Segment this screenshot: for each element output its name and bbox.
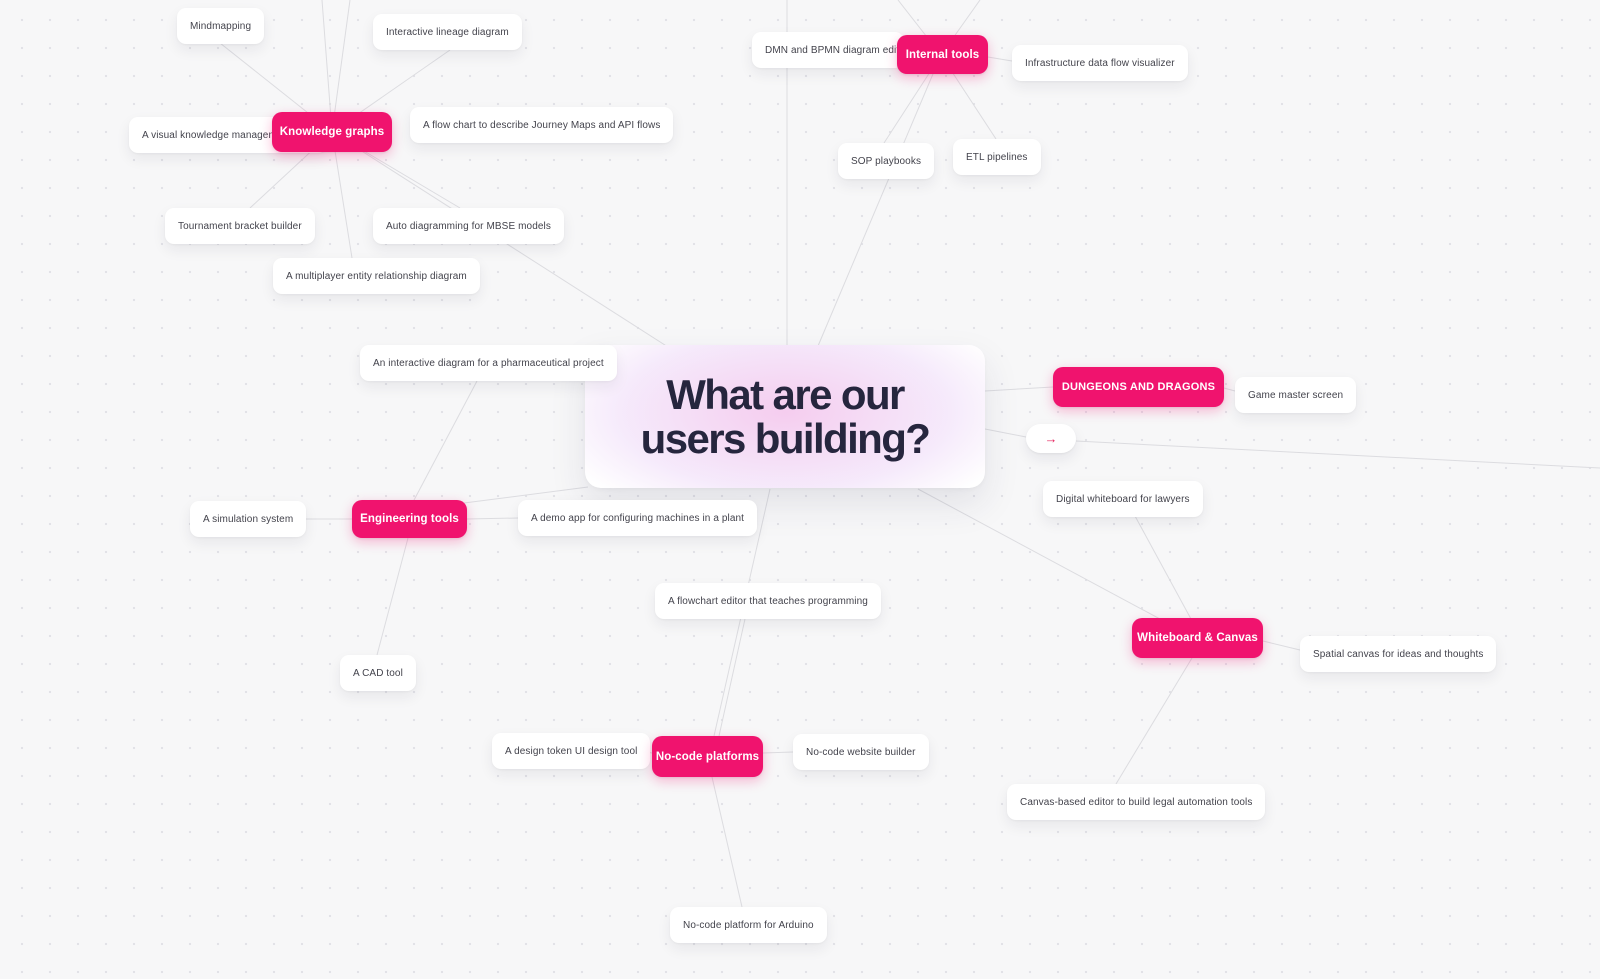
connector-line [321, 0, 333, 133]
connector-line [762, 751, 794, 754]
central-topic-title-line1: What are our [666, 370, 905, 418]
connector-line [711, 776, 743, 908]
connector-line [1134, 515, 1192, 620]
leaf-card-mindmapping[interactable]: Mindmapping [177, 8, 265, 44]
leaf-card-spatial-canvas[interactable]: Spatial canvas for ideas and thoughts [1300, 636, 1497, 672]
leaf-card-cad-tool[interactable]: A CAD tool [340, 655, 416, 691]
leaf-card-flowchart-editor-teaches[interactable]: A flowchart editor that teaches programm… [655, 583, 881, 619]
connector-line [331, 0, 351, 133]
category-node-internal-tools[interactable]: Internal tools [897, 35, 988, 74]
leaf-card-pharma-project-diagram[interactable]: An interactive diagram for a pharmaceuti… [360, 345, 617, 381]
central-topic-title-line2: users building? [640, 414, 931, 462]
connector-line [331, 131, 353, 259]
connector-line [917, 488, 1161, 620]
category-node-dungeons-and-dragons[interactable]: DUNGEONS AND DRAGONS [1053, 367, 1224, 407]
connector-line [412, 380, 478, 503]
category-node-whiteboard-canvas[interactable]: Whiteboard & Canvas [1132, 618, 1263, 658]
category-node-knowledge-graphs[interactable]: Knowledge graphs [272, 112, 392, 152]
leaf-card-etl-pipelines[interactable]: ETL pipelines [953, 139, 1041, 175]
leaf-card-multiplayer-er-diagram[interactable]: A multiplayer entity relationship diagra… [273, 258, 480, 294]
leaf-card-design-token-ui-tool[interactable]: A design token UI design tool [492, 733, 651, 769]
leaf-card-simulation-system[interactable]: A simulation system [190, 501, 307, 537]
leaf-card-sop-playbooks[interactable]: SOP playbooks [838, 143, 935, 179]
leaf-card-infrastructure-data-flow[interactable]: Infrastructure data flow visualizer [1012, 45, 1188, 81]
connector-line [984, 386, 1054, 392]
connector-line [376, 537, 409, 656]
connector-line [466, 517, 519, 520]
leaf-card-auto-diagramming-mbse[interactable]: Auto diagramming for MBSE models [373, 208, 564, 244]
connector-line [1115, 657, 1193, 785]
leaf-card-game-master-screen[interactable]: Game master screen [1235, 377, 1357, 413]
connector-line [1223, 387, 1236, 392]
leaf-card-no-code-website-builder[interactable]: No-code website builder [793, 734, 929, 770]
connector-line [463, 486, 589, 504]
connector-line [1075, 440, 1600, 469]
leaf-card-dmn-bpmn-editor[interactable]: DMN and BPMN diagram edit [752, 32, 904, 68]
leaf-card-canvas-legal-automation[interactable]: Canvas-based editor to build legal autom… [1007, 784, 1266, 820]
connector-line [1262, 640, 1301, 651]
arrow-right-icon: → [1044, 431, 1058, 446]
central-topic[interactable]: What are our users building? [585, 345, 985, 488]
connector-line [987, 56, 1013, 62]
topic-glow [585, 345, 985, 488]
category-node-no-code-platforms[interactable]: No-code platforms [652, 736, 763, 777]
leaf-card-flow-chart-journey-maps[interactable]: A flow chart to describe Journey Maps an… [410, 107, 674, 143]
leaf-card-interactive-lineage-diagram[interactable]: Interactive lineage diagram [373, 14, 522, 50]
leaf-card-tournament-bracket-builder[interactable]: Tournament bracket builder [165, 208, 315, 244]
connector-line [817, 54, 942, 347]
category-node-engineering-tools[interactable]: Engineering tools [352, 500, 467, 538]
central-topic-title: What are our users building? [640, 370, 931, 462]
connector-line [718, 618, 746, 737]
leaf-card-no-code-arduino[interactable]: No-code platform for Arduino [670, 907, 827, 943]
connector-line [984, 428, 1027, 438]
leaf-card-digital-whiteboard-lawyers[interactable]: Digital whiteboard for lawyers [1043, 481, 1203, 517]
leaf-card-demo-app-machines[interactable]: A demo app for configuring machines in a… [518, 500, 758, 536]
collapsed-branch-pill[interactable]: → [1026, 424, 1076, 453]
